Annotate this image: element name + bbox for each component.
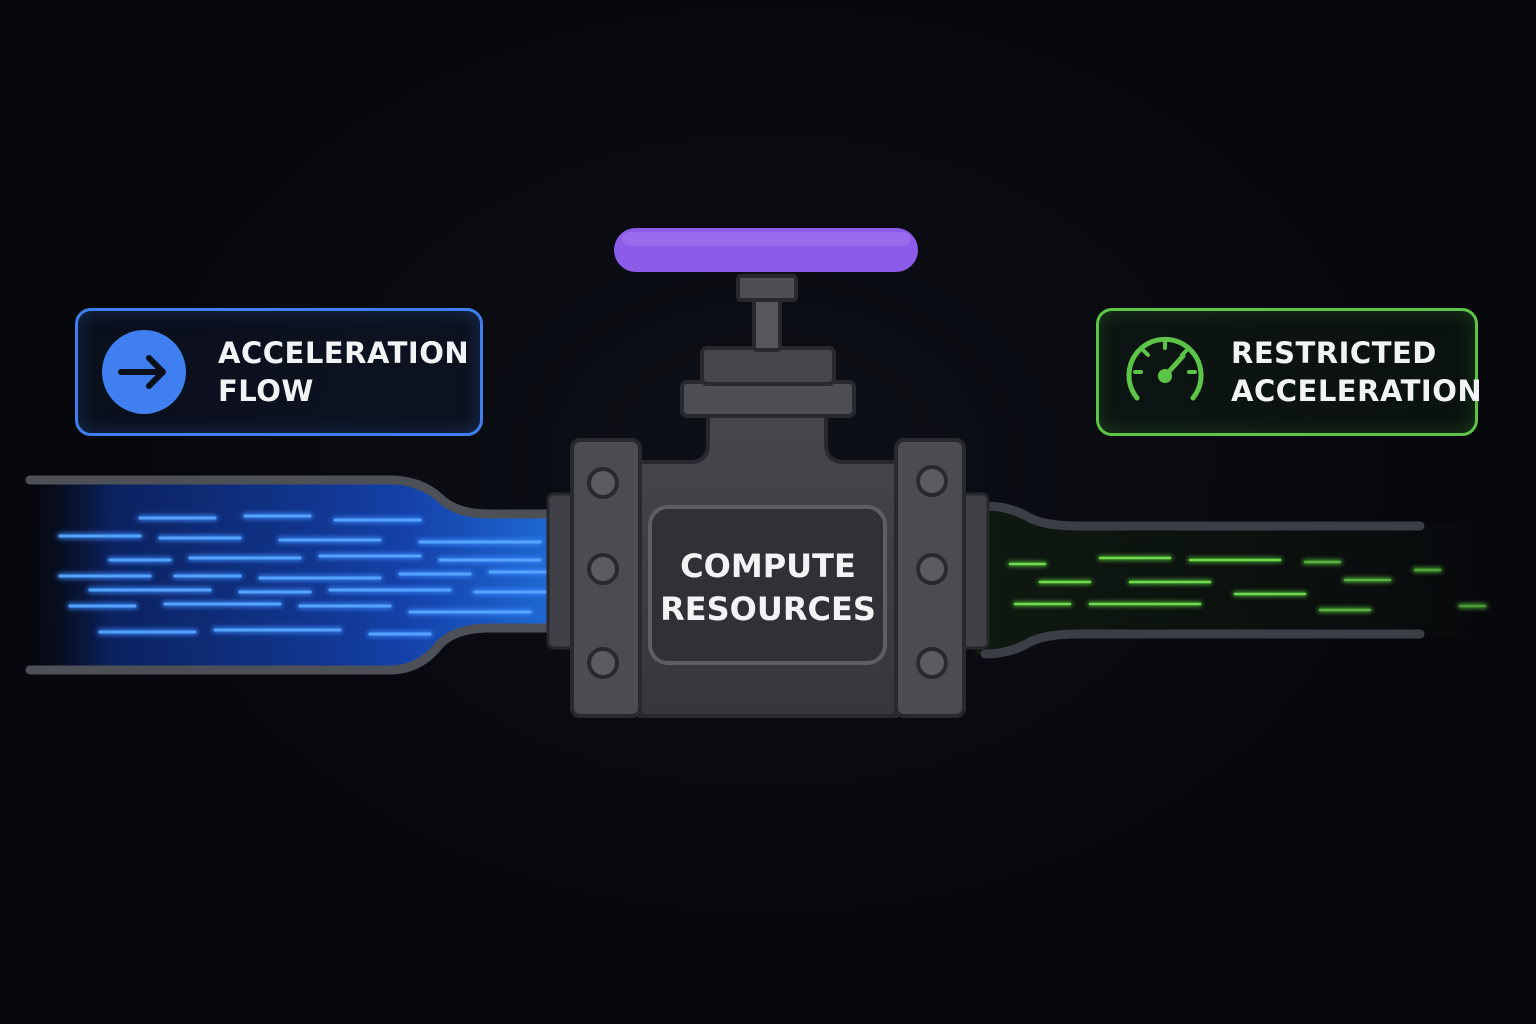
- acceleration-flow-line2: FLOW: [218, 374, 314, 408]
- outflow-streaks: [1007, 555, 1488, 613]
- acceleration-flow-line1: ACCELERATION: [218, 336, 470, 370]
- outflow-pipe: [975, 501, 1490, 659]
- valve-bonnet-top: [700, 346, 836, 386]
- acceleration-flow-label: ACCELERATION FLOW: [75, 308, 483, 436]
- restricted-acceleration-line1: RESTRICTED: [1231, 336, 1437, 370]
- valve-stem: [752, 294, 782, 352]
- valve: COMPUTE RESOURCES: [546, 228, 990, 718]
- valve-bonnet-base: [680, 380, 856, 418]
- restricted-acceleration-text: RESTRICTED ACCELERATION: [1231, 334, 1482, 410]
- speedometer-icon: [1121, 328, 1209, 416]
- flange-bolts: [587, 465, 948, 679]
- valve-label-line1: COMPUTE: [680, 547, 856, 585]
- valve-label-plate: [648, 505, 887, 665]
- valve-stem-collar: [736, 274, 798, 302]
- restricted-acceleration-line2: ACCELERATION: [1231, 374, 1483, 408]
- acceleration-flow-text: ACCELERATION FLOW: [218, 334, 469, 410]
- arrow-right-icon: [100, 328, 188, 416]
- inflow-streaks: [57, 513, 548, 637]
- restricted-acceleration-label: RESTRICTED ACCELERATION: [1096, 308, 1482, 436]
- valve-label-line2: RESOURCES: [660, 590, 876, 628]
